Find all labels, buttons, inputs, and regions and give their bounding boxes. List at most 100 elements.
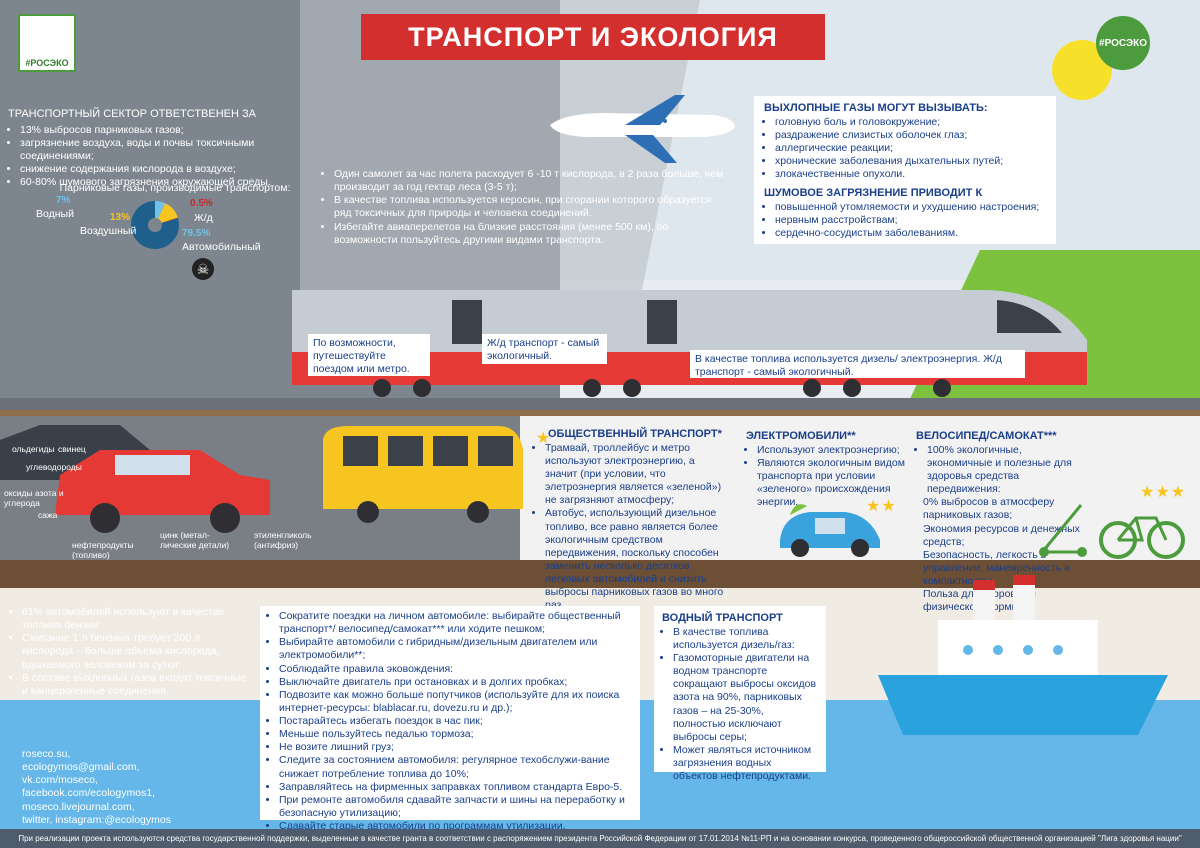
link-site[interactable]: roseco.su, [22,748,71,760]
tip-item: При ремонте автомобиля сдавайте запчасти… [279,794,632,820]
gasoline-list: 61% автомобилей используют в качестве то… [10,606,250,698]
plane-item: Избегайте авиаперелетов на близкие расст… [334,221,727,247]
electro-stars: ★★ [866,498,897,515]
gasoline-item: В составе выхлопных газов входят токсичн… [22,672,250,698]
exhaust-item: раздражение слизистых оболочек глаз; [775,129,1046,142]
pie-hole [148,218,162,232]
tip-item: Соблюдайте правила эковождения: [279,663,632,676]
ship-icon [878,575,1168,735]
pie-label-air: Воздушный [80,225,137,237]
exhaust-item: злокачественные опухоли. [775,168,1046,181]
bike-list: 100% экологичные, экономичные и полезные… [916,444,1088,615]
electric-car-icon [780,504,880,557]
link-vk[interactable]: vk.com/moseco, [22,774,98,787]
water-item: В качестве топлива используется дизель/г… [673,626,818,652]
bike-intro: 100% экологичные, экономичные и полезные… [927,444,1088,497]
tip-item: Выбирайте автомобили с гибридным/дизельн… [279,636,632,662]
exhaust-item: хронические заболевания дыхательных путе… [775,155,1046,168]
pie-label-auto: Автомобильный [182,241,261,253]
water-heading: ВОДНЫЙ ТРАНСПОРТ [662,612,783,624]
pollutant-glycol: этиленгликоль (антифриз) [254,530,312,550]
link-livejournal[interactable]: moseco.livejournal.com, [22,800,135,813]
roseco-badge: #РОСЭКО [1096,16,1150,70]
pie-label-rail: Ж/д [194,212,213,224]
logo: #РОСЭКО [18,14,76,72]
gasoline-panel: 61% автомобилей используют в качестве то… [10,606,250,698]
pollutant-lead: свинец [58,444,86,454]
sector-list: 13% выбросов парниковых газов;загрязнени… [8,124,328,190]
plane-item: В качестве топлива используется керосин,… [334,194,727,220]
pollutant-soot: сажа [38,510,58,520]
electro-item: Используют электроэнергию; [757,444,908,457]
tip-item: Заправляйтесь на фирменных заправках топ… [279,781,632,794]
cars-icon [0,425,270,533]
health-panel: ВЫХЛОПНЫЕ ГАЗЫ МОГУТ ВЫЗЫВАТЬ: головную … [754,96,1056,244]
public-item: Автобус, использующий дизельное топливо,… [545,507,727,612]
link-email[interactable]: ecologymos@gmail.com, [22,761,140,774]
tip-item: Постарайтесь избегать поездок в час пик; [279,715,632,728]
public-list: Трамвай, троллейбус и метро используют э… [534,442,727,613]
pie-label-water: Водный [36,208,74,220]
pollutant-hydrocarbons: углеводороды [26,462,82,472]
pie-value-air: 13% [110,212,131,223]
pie-value-water: 7% [56,195,71,206]
pollutant-oxides: оксиды азота и углерода [4,488,64,508]
exhaust-item: аллергические реакции; [775,142,1046,155]
sector-item: снижение содержания кислорода в воздухе; [20,163,328,176]
water-list: В качестве топлива используется дизель/г… [662,626,818,784]
water-panel: ВОДНЫЙ ТРАНСПОРТ В качестве топлива испо… [654,606,826,782]
electro-panel: ЭЛЕКТРОМОБИЛИ** Используют электроэнерги… [742,428,912,508]
exhaust-item: головную боль и головокружение; [775,116,1046,129]
airplane-icon [550,95,735,163]
noise-list: повышенной утомляемости и ухудшению наст… [764,201,1046,240]
bike-stars: ★★★ [1140,484,1187,501]
train-label-1: По возможности, путешествуйте поездом ил… [308,334,430,376]
noise-heading: ШУМОВОЕ ЗАГРЯЗНЕНИЕ ПРИВОДИТ К [764,187,983,200]
sector-heading: ТРАНСПОРТНЫЙ СЕКТОР ОТВЕТСТВЕНЕН ЗА [8,108,256,120]
bike-heading: ВЕЛОСИПЕД/САМОКАТ*** [916,430,1057,442]
links-panel: roseco.su, ecologymos@gmail.com, vk.com/… [22,748,171,827]
skull-icon: ☠ [192,258,214,280]
tip-item: Следите за состоянием автомобиля: регуля… [279,754,632,780]
public-panel: ОБЩЕСТВЕННЫЙ ТРАНСПОРТ* Трамвай, троллей… [528,426,733,611]
exhaust-heading: ВЫХЛОПНЫЕ ГАЗЫ МОГУТ ВЫЗЫВАТЬ: [764,102,988,114]
noise-item: сердечно-сосудистым заболеваниям. [775,227,1046,240]
exhaust-list: головную боль и головокружение;раздражен… [764,116,1046,182]
gasoline-item: Сжигание 1 л бензина требует 200 л кисло… [22,632,250,671]
electro-heading: ЭЛЕКТРОМОБИЛИ** [746,430,856,442]
link-twitter[interactable]: twitter, instagram:@ecologymos [22,813,171,826]
water-item: Может являться источником загрязнения во… [673,744,818,783]
pollutant-oil: нефтепродукты (топливо) [72,540,134,560]
public-star: ★ [536,430,552,447]
train-label-3: В качестве топлива используется дизель/ … [690,350,1025,378]
pollutant-zinc: цинк (метал-лические детали) [160,530,230,550]
water-item: Газомоторные двигатели на водном транспо… [673,652,818,744]
electro-item: Являются экологичным видом транспорта пр… [757,457,908,510]
pie-title: Парниковые газы, производимые транспорто… [59,182,291,194]
gasoline-item: 61% автомобилей используют в качестве то… [22,606,250,632]
electro-list: Используют электроэнергию;Являются эколо… [746,444,908,510]
bicycle-icon [1039,504,1185,559]
pie-value-rail: 0.5% [190,198,213,209]
pie-chart [131,201,179,249]
sector-item: 13% выбросов парниковых газов; [20,124,328,137]
pie-value-auto: 79.5% [182,228,211,239]
pollutant-aldehydes: ольдегиды [12,444,55,454]
bike-panel: ВЕЛОСИПЕД/САМОКАТ*** 100% экологичные, э… [912,428,1092,613]
public-heading: ОБЩЕСТВЕННЫЙ ТРАНСПОРТ* [548,428,722,440]
tips-list: Сократите поездки на личном автомобиле: … [268,610,632,833]
footer-note: При реализации проекта используются сред… [0,829,1200,848]
sector-item: 60-80% шумового загрязнения окружающей с… [20,176,328,189]
plane-item: Один самолет за час полета расходует 6 -… [334,168,727,194]
bike-item: Экономия ресурсов и денежных средств; [923,522,1080,548]
tip-item: Меньше пользуйтесь педалью тормоза; [279,728,632,741]
tip-item: Сократите поездки на личном автомобиле: … [279,610,632,636]
public-item: Трамвай, троллейбус и метро используют э… [545,442,727,508]
bus-icon [323,426,523,523]
tips-panel: Сократите поездки на личном автомобиле: … [260,606,640,832]
sector-panel: ТРАНСПОРТНЫЙ СЕКТОР ОТВЕТСТВЕНЕН ЗА 13% … [8,108,328,189]
logo-text: #РОСЭКО [25,58,69,68]
bike-item: Безопасность, легкость в управлении, ман… [923,548,1070,587]
link-facebook[interactable]: facebook.com/ecologymos1, [22,787,156,800]
